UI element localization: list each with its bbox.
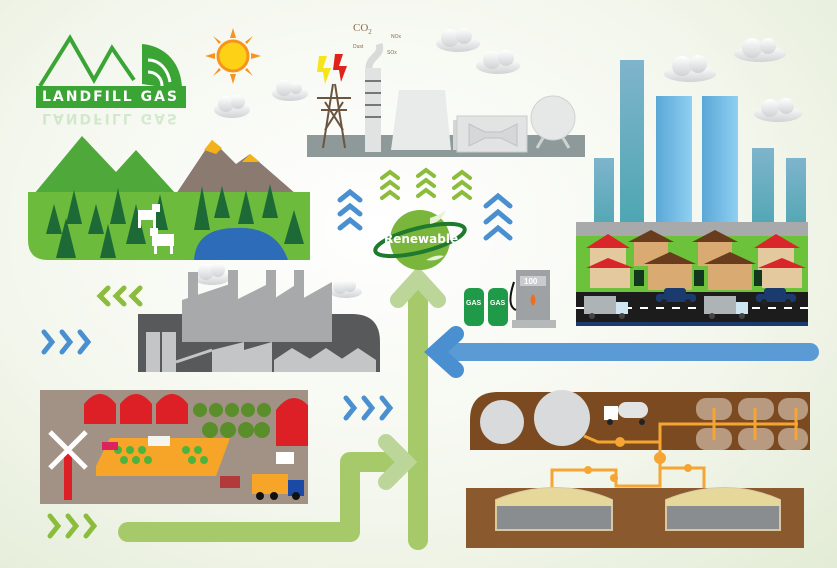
green-chevrons [47,285,143,539]
nature-scene [26,134,314,264]
skyscraper [620,60,644,238]
windmill-icon [48,430,88,500]
cylinder-label-1: GAS [466,300,482,307]
cloud-icon [272,80,308,101]
skyscraper [656,96,692,238]
cow-icon [276,452,294,464]
leaf-icon [426,255,444,261]
truck-icon [252,474,304,500]
fuel-station: GAS GAS 100 [462,266,566,330]
green-chevrons-up [380,167,472,200]
skyscraper [702,96,738,238]
renewable-label: Renewable [384,232,459,246]
cloud-icon [330,280,362,298]
sheep-icon [148,436,170,446]
skyscraper [786,158,806,238]
factory-scene [136,266,382,376]
landfill-cell [495,487,613,531]
horse-icon [138,204,160,228]
gas-cylinder-icon [464,288,484,326]
cloud-icon [194,263,230,285]
renewable-badge: Renewable [372,204,468,274]
pine-trees [46,184,304,258]
leaf-icon [430,210,446,224]
nox-label: NOx [391,34,401,40]
landfill-cell [665,487,781,531]
blue-chevrons-right [41,329,394,421]
power-plant-scene: CO2 NOx SOx Dust [305,20,585,160]
truck-icon [584,296,628,319]
car-icon [656,288,696,305]
power-pylon-icon [317,83,351,149]
green-elbow-arrow [118,452,410,542]
landfill-gas-logo: LANDFILL GAS [36,30,188,110]
skyscraper [752,148,774,238]
lightning-icon [333,54,347,82]
mountain-logo-icon [36,34,186,108]
horse-icon [150,228,174,254]
barns [84,394,308,446]
gas-storage-scene [464,380,814,550]
houses [586,230,806,290]
truck-icon [704,296,748,319]
sox-label: SOx [387,50,397,56]
cloud-icon [664,55,716,82]
horse-icon [220,476,240,488]
cloud-icon [214,95,250,118]
cloud-icon [734,38,786,62]
dust-label: Dust [353,44,364,50]
cloud-icon [436,28,480,52]
pump-display: 100 [524,277,538,286]
pig-icon [102,442,118,450]
lightning-icon [317,56,331,84]
gas-cylinder-icon [488,288,508,326]
tanker-truck-icon [604,402,648,425]
sun-icon [205,28,261,84]
farm-scene [40,376,308,504]
co2-label: CO2 [353,22,372,37]
city-scene [576,58,808,326]
cloud-icon [476,50,520,74]
cloud-icon [754,98,802,122]
car-icon [756,288,796,305]
cylinder-label-2: GAS [490,300,506,307]
flame-icon [530,294,536,306]
blue-chevrons-up [337,188,513,241]
skyscraper [594,158,614,238]
logo-title: LANDFILL GAS [42,89,179,105]
